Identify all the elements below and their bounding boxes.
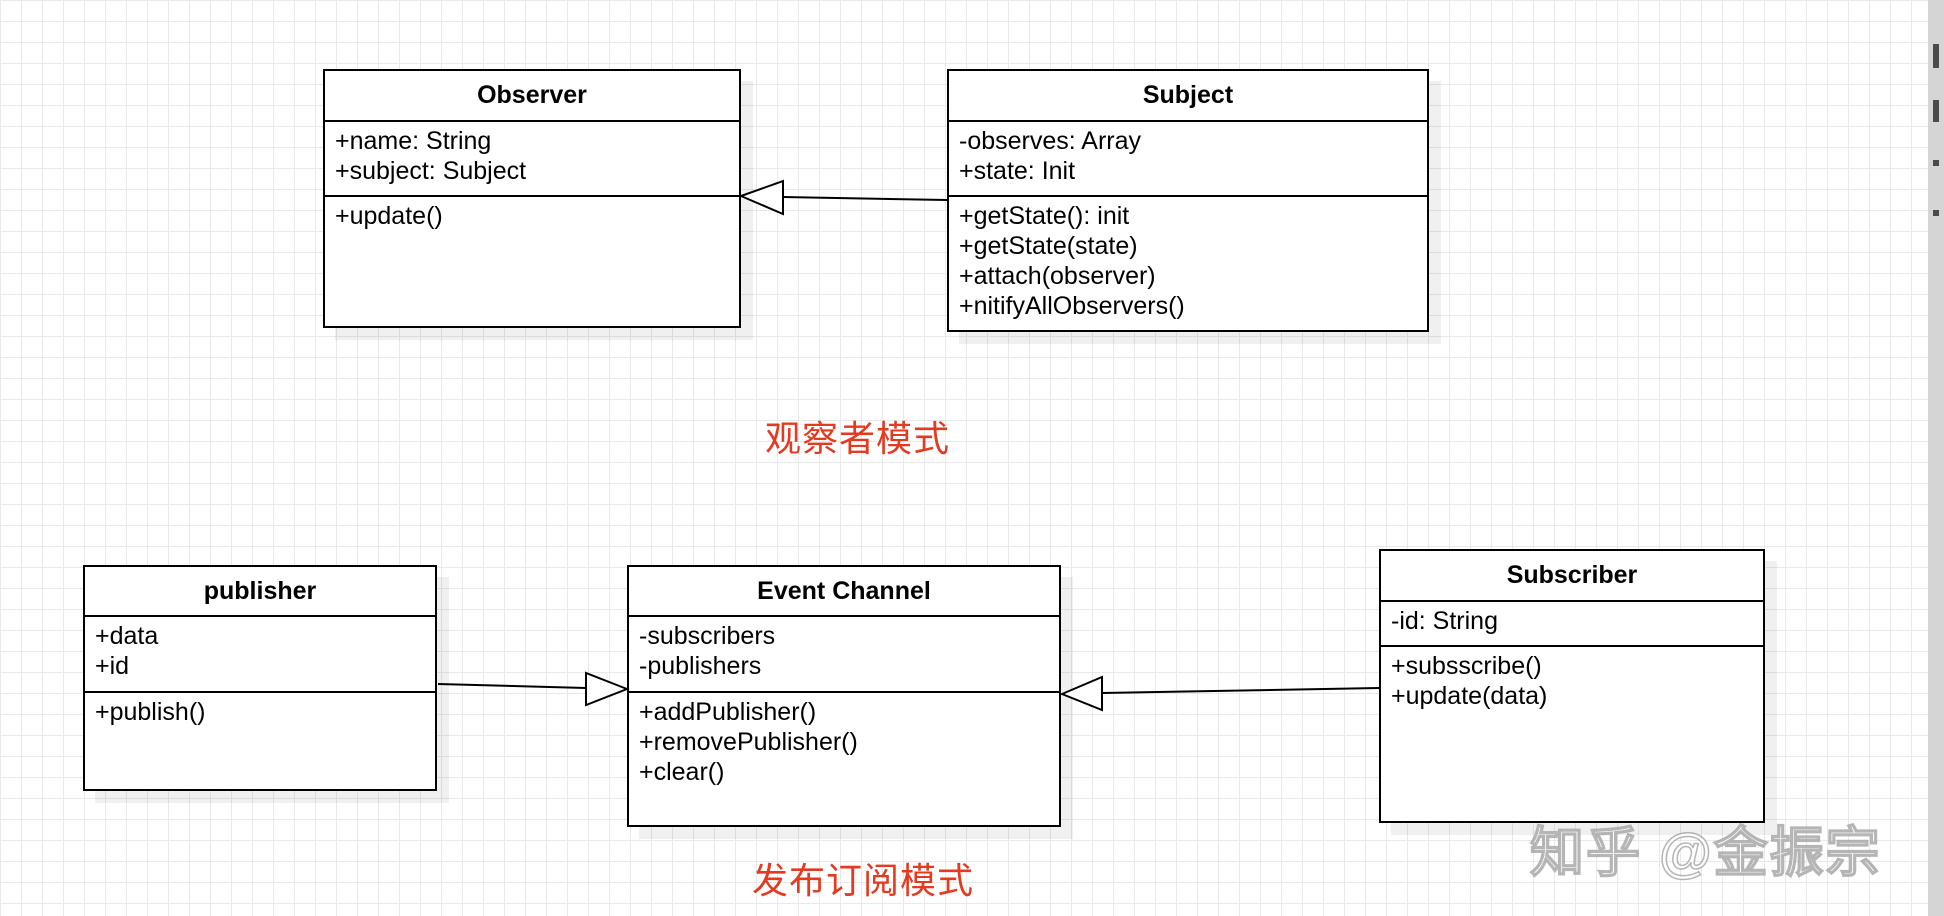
attribute: -observes: Array	[959, 127, 1142, 155]
method: +getState(state)	[959, 232, 1138, 260]
scrollbar-mark	[1933, 100, 1939, 122]
method: +publish()	[95, 698, 206, 726]
method: +update(data)	[1391, 682, 1548, 710]
class-subscriber-attributes: -id: String	[1381, 602, 1763, 647]
arrow-subscriber-to-event-channel[interactable]	[1059, 675, 1380, 712]
class-subject-title: Subject	[949, 71, 1427, 122]
class-subject[interactable]: Subject -observes: Array +state: Init +g…	[947, 69, 1429, 332]
attribute: -publishers	[639, 652, 762, 680]
method: +update()	[335, 202, 443, 230]
caption-observer-pattern: 观察者模式	[765, 418, 951, 459]
method: +nitifyAllObservers()	[959, 292, 1185, 320]
scrollbar-mark	[1933, 44, 1939, 68]
arrow-publisher-to-event-channel[interactable]	[437, 671, 630, 707]
class-subject-methods: +getState(): init +getState(state) +atta…	[949, 197, 1427, 330]
attribute: +data	[95, 622, 159, 650]
vertical-scrollbar[interactable]	[1928, 0, 1944, 916]
class-publisher-title: publisher	[85, 567, 435, 617]
scrollbar-mark	[1933, 160, 1939, 166]
class-publisher-methods: +publish()	[85, 693, 435, 789]
method: +attach(observer)	[959, 262, 1156, 290]
scrollbar-mark	[1933, 210, 1939, 216]
class-observer[interactable]: Observer +name: String +subject: Subject…	[323, 69, 741, 328]
attribute: +name: String	[335, 127, 492, 155]
method: +subsscribe()	[1391, 652, 1542, 680]
class-observer-title: Observer	[325, 71, 739, 122]
class-subscriber[interactable]: Subscriber -id: String +subsscribe() +up…	[1379, 549, 1765, 823]
method: +removePublisher()	[639, 728, 858, 756]
method: +clear()	[639, 758, 725, 786]
class-event-channel-attributes: -subscribers -publishers	[629, 617, 1059, 693]
method: +getState(): init	[959, 202, 1130, 230]
attribute: +id	[95, 652, 130, 680]
attribute: +state: Init	[959, 157, 1076, 185]
class-event-channel-methods: +addPublisher() +removePublisher() +clea…	[629, 693, 1059, 825]
class-observer-methods: +update()	[325, 197, 739, 326]
watermark-text: 知乎 @金振宗	[1529, 822, 1882, 884]
method: +addPublisher()	[639, 698, 817, 726]
class-subscriber-title: Subscriber	[1381, 551, 1763, 602]
class-event-channel-title: Event Channel	[629, 567, 1059, 617]
class-subscriber-methods: +subsscribe() +update(data)	[1381, 647, 1763, 821]
arrow-subject-to-observer[interactable]	[738, 179, 948, 216]
class-subject-attributes: -observes: Array +state: Init	[949, 122, 1427, 197]
attribute: -id: String	[1391, 607, 1498, 635]
class-event-channel[interactable]: Event Channel -subscribers -publishers +…	[627, 565, 1061, 827]
class-observer-attributes: +name: String +subject: Subject	[325, 122, 739, 197]
class-publisher-attributes: +data +id	[85, 617, 435, 693]
caption-pubsub-pattern: 发布订阅模式	[752, 860, 975, 901]
attribute: +subject: Subject	[335, 157, 527, 185]
attribute: -subscribers	[639, 622, 776, 650]
class-publisher[interactable]: publisher +data +id +publish()	[83, 565, 437, 791]
